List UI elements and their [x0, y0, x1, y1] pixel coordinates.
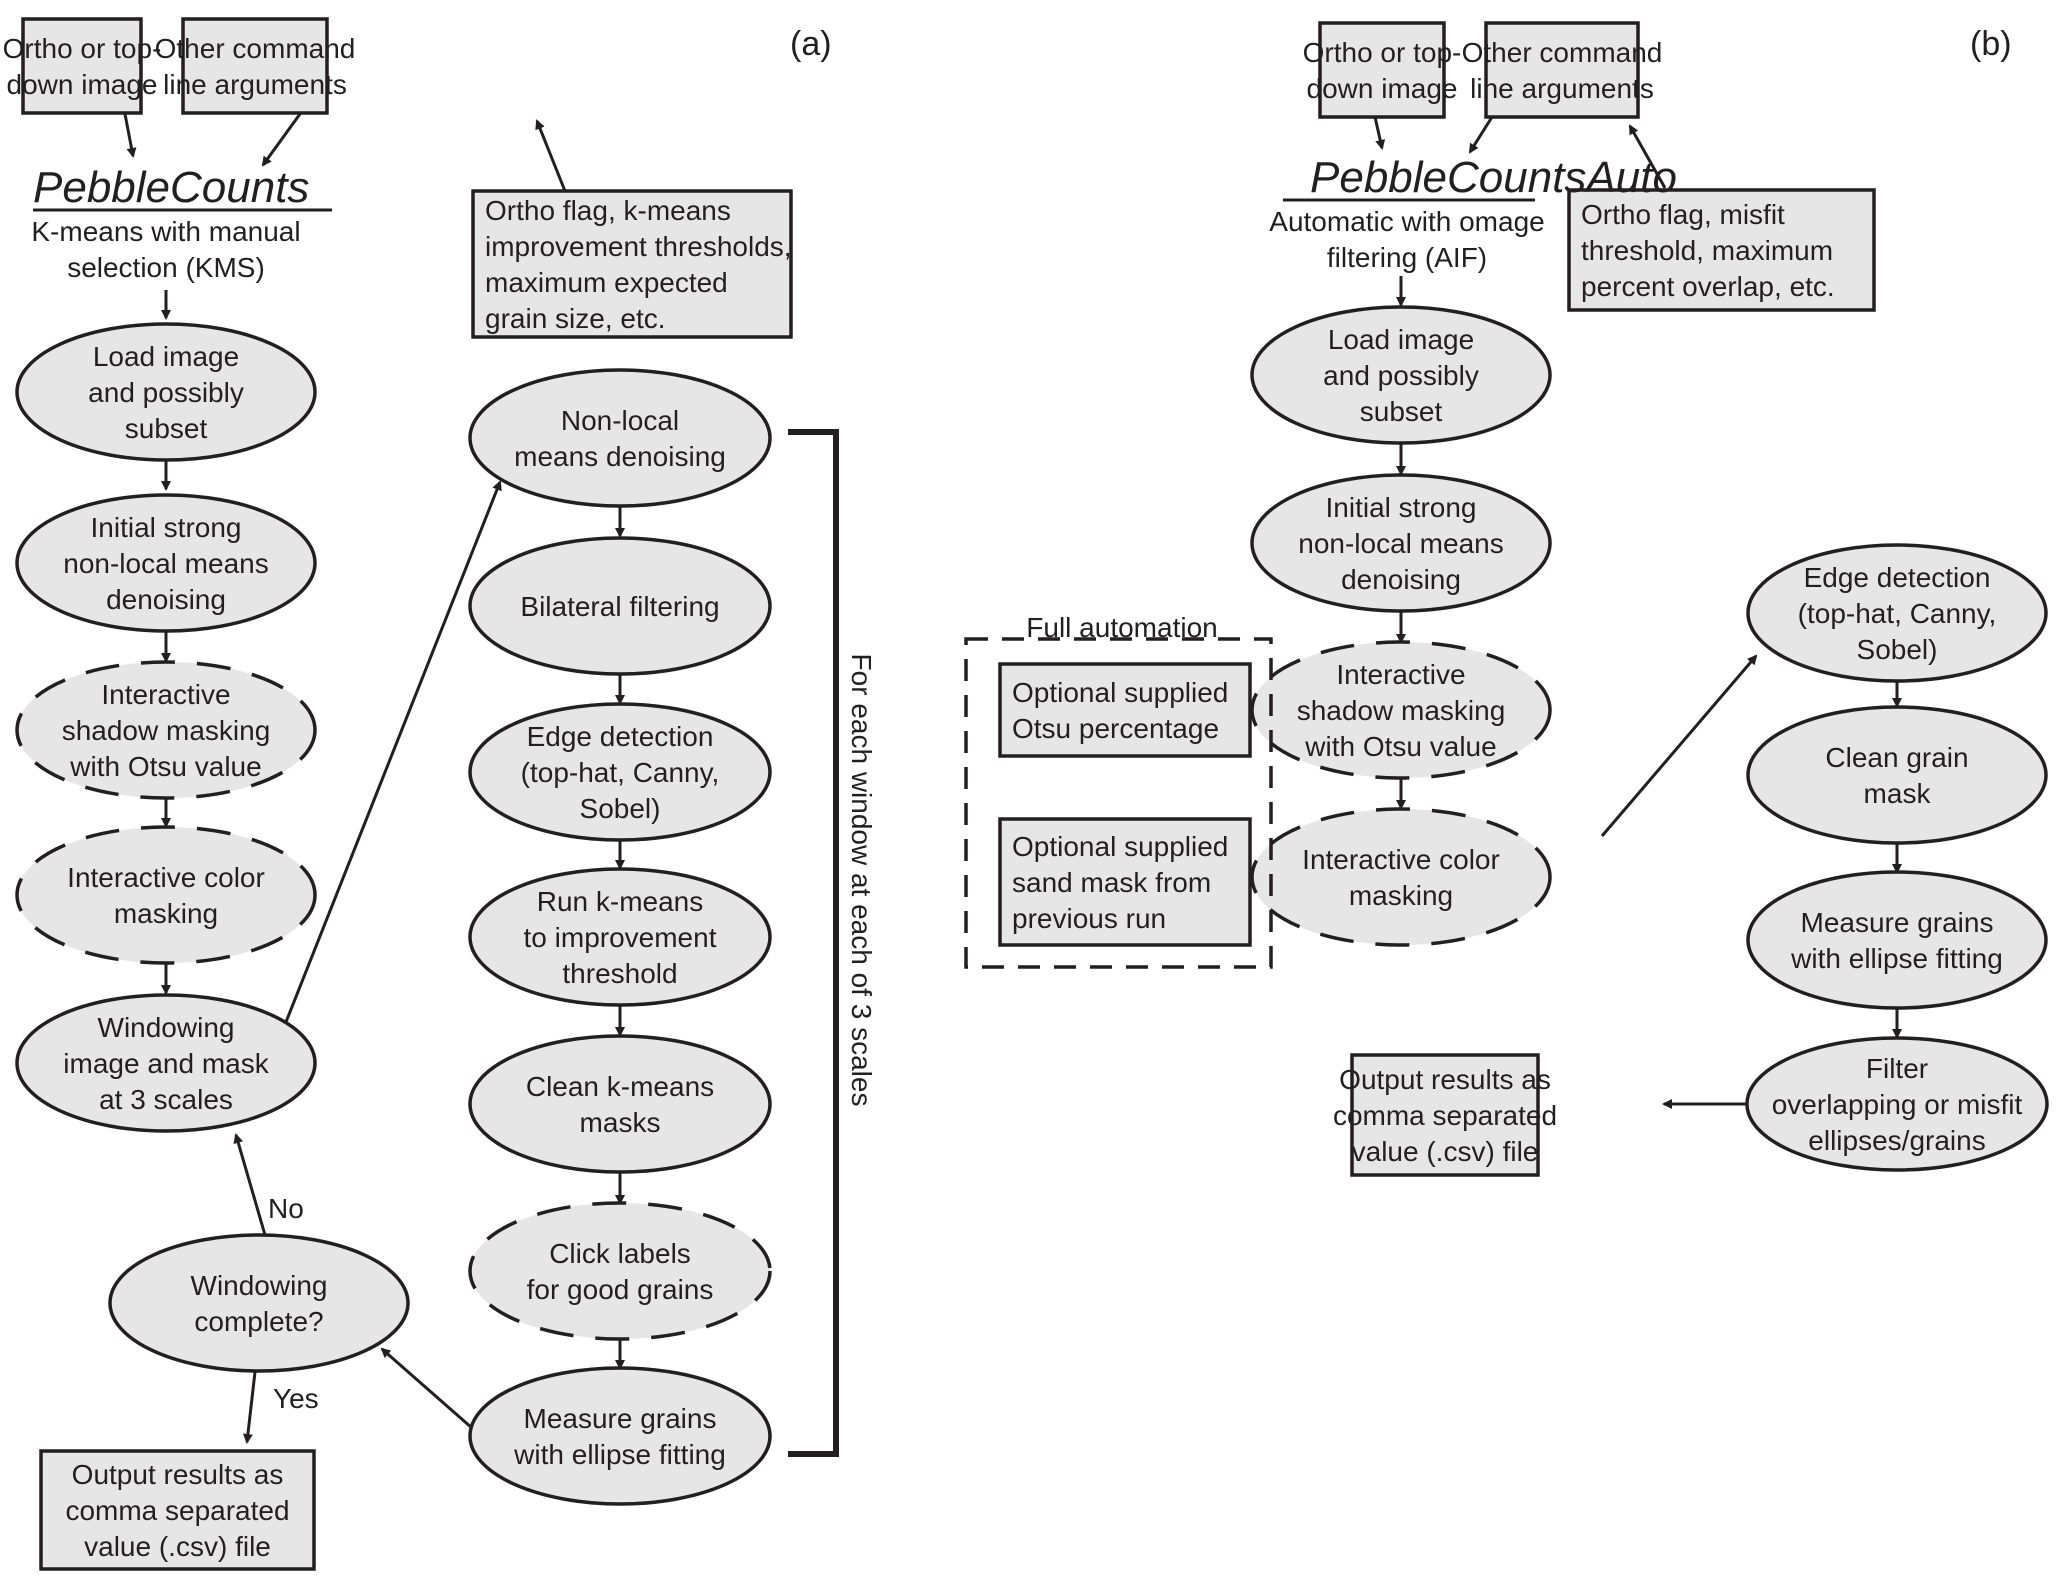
- arrow-image-to-title-a: [123, 113, 137, 158]
- input-image-box-b-text: Ortho or top-down image: [1303, 37, 1462, 104]
- args-detail-box-b: [1567, 188, 1876, 312]
- otsu-box-b: [998, 662, 1252, 758]
- node-clean-b: [1746, 705, 2048, 845]
- arrow-yes-to-output-a: [242, 1371, 257, 1444]
- sand-box-b: [998, 817, 1252, 947]
- title-b: PebbleCountsAuto: [1310, 153, 1677, 202]
- node-shadow-b: [1250, 640, 1552, 780]
- title-a: PebbleCounts: [33, 163, 309, 212]
- node-kmeans-a: [468, 867, 772, 1007]
- input-args-box-a: [181, 17, 329, 115]
- node-denoise-b: [1250, 473, 1552, 613]
- arrow-no-to-window-a: [233, 1133, 267, 1236]
- arrow-measure-to-complete-a: [380, 1347, 473, 1430]
- input-image-box-b: [1318, 21, 1446, 119]
- node-measure-a: [468, 1366, 772, 1506]
- loop-label: For each window at each of 3 scales: [846, 654, 877, 1107]
- node-edge-b-text: Edge detection(top-hat, Canny,Sobel): [1798, 562, 1997, 665]
- arrow-args-to-title-a: [261, 113, 302, 167]
- output-box-b: [1350, 1053, 1540, 1177]
- edges: [33, 113, 1902, 1457]
- node-clean-a: [468, 1034, 772, 1174]
- node-load-b: [1250, 305, 1552, 445]
- shapes: [15, 17, 2049, 1571]
- args-detail-box-a: [471, 189, 793, 339]
- node-measure-b: [1746, 870, 2048, 1010]
- arrow-color-to-edge-b: [1600, 654, 1758, 837]
- node-window-a: [15, 993, 317, 1133]
- arrow-detail-to-args-b: [1628, 124, 1667, 189]
- loop-bracket: [788, 429, 839, 1457]
- node-load-a: [15, 322, 317, 462]
- node-complete-a: [108, 1233, 410, 1373]
- input-image-box-a-text: Ortho or top-down image: [3, 33, 162, 100]
- node-nlm-a: [468, 368, 772, 508]
- arrow-args-to-title-b: [1468, 116, 1494, 154]
- arrow-detail-to-args-a: [535, 119, 567, 192]
- node-color-a: [15, 825, 317, 965]
- panel-b-label: (b): [1970, 25, 2012, 63]
- node-edge-a-text: Edge detection(top-hat, Canny,Sobel): [521, 721, 720, 824]
- node-filter-b: [1745, 1036, 2049, 1172]
- node-bilateral-a-text: Bilateral filtering: [520, 591, 719, 622]
- node-click-a: [468, 1201, 772, 1341]
- node-edge-b: [1746, 543, 2048, 683]
- node-denoise-a: [15, 493, 317, 633]
- edge-label-yes: Yes: [273, 1383, 319, 1414]
- panel-a-label: (a): [790, 25, 832, 63]
- full-automation-label: Full automation: [1026, 612, 1217, 643]
- arrow-image-to-title-b: [1373, 116, 1386, 150]
- node-bilateral-a: [468, 536, 772, 676]
- input-image-box-a: [21, 17, 143, 115]
- node-edge-a: [468, 702, 772, 842]
- input-args-box-b: [1484, 21, 1640, 119]
- edge-label-no: No: [268, 1193, 304, 1224]
- arrow-window-to-nlm-a: [284, 480, 502, 1023]
- node-color-b: [1250, 807, 1552, 947]
- full-automation-group: [964, 637, 1273, 969]
- output-box-a: [39, 1449, 316, 1571]
- node-shadow-a: [15, 660, 317, 800]
